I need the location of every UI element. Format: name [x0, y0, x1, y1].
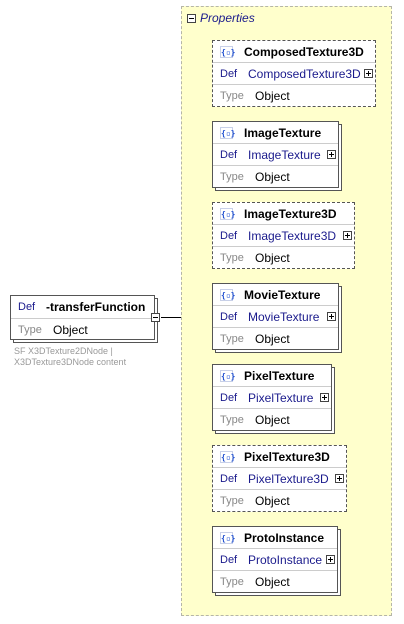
node-composedtexture3d[interactable]: {▫} ComposedTexture3D Def ComposedTexture3D… — [212, 40, 376, 107]
expand-icon[interactable] — [327, 150, 336, 159]
hint-line-2: X3DTexture3DNode content — [14, 357, 127, 367]
type-value: Object — [255, 331, 290, 346]
node-pixeltexture3d[interactable]: {▫} PixelTexture3D Def PixelTexture3D Type Ob… — [212, 445, 347, 512]
transfer-function-node[interactable]: Def -transferFunction Type Object — [10, 295, 155, 340]
element-icon: {▫} — [220, 126, 236, 139]
type-label: Type — [220, 413, 244, 426]
type-value: Object — [255, 250, 290, 265]
type-label: Type — [18, 323, 42, 336]
properties-title: Properties — [200, 11, 255, 25]
element-name: PixelTexture — [244, 368, 315, 383]
type-label: Type — [220, 170, 244, 183]
def-value: ComposedTexture3D — [248, 66, 361, 81]
def-value: PixelTexture3D — [248, 471, 329, 486]
def-label: Def — [220, 310, 238, 323]
collapse-icon[interactable] — [151, 313, 160, 322]
element-icon: {▫} — [220, 288, 236, 301]
type-label: Type — [220, 251, 244, 264]
type-value: Object — [255, 169, 290, 184]
type-value: Object — [255, 88, 290, 103]
def-label: Def — [220, 553, 238, 566]
def-value: ImageTexture — [248, 147, 321, 162]
element-icon: {▫} — [220, 207, 236, 220]
node-imagetexture3d[interactable]: {▫} ImageTexture3D Def ImageTexture3D Type Ob… — [212, 202, 355, 269]
def-label: Def — [220, 148, 238, 161]
expand-icon[interactable] — [327, 312, 336, 321]
expand-icon[interactable] — [320, 393, 329, 402]
element-name: ProtoInstance — [244, 530, 325, 545]
def-value: ProtoInstance — [248, 552, 323, 567]
def-value: PixelTexture — [248, 390, 314, 405]
def-value: ImageTexture3D — [248, 228, 337, 243]
type-label: Type — [220, 332, 244, 345]
hint-line-1: SF X3DTexture2DNode | — [14, 346, 113, 356]
element-name: PixelTexture3D — [244, 449, 330, 464]
def-label: Def — [220, 391, 238, 404]
element-name: ImageTexture — [244, 125, 322, 140]
element-name: ComposedTexture3D — [244, 44, 364, 59]
element-name: ImageTexture3D — [244, 206, 337, 221]
element-icon: {▫} — [220, 45, 236, 58]
type-value: Object — [255, 412, 290, 427]
element-name: -transferFunction — [46, 300, 146, 314]
properties-collapse-icon[interactable] — [187, 13, 196, 23]
type-value: Object — [53, 322, 88, 337]
def-value: MovieTexture — [248, 309, 320, 324]
root-hint: SF X3DTexture2DNode | X3DTexture3DNode c… — [14, 346, 126, 368]
element-name: MovieTexture — [244, 287, 321, 302]
def-label: Def — [18, 301, 36, 313]
expand-icon[interactable] — [326, 555, 335, 564]
def-label: Def — [220, 67, 238, 80]
expand-icon[interactable] — [343, 231, 352, 240]
type-label: Type — [220, 89, 244, 102]
def-label: Def — [220, 229, 238, 242]
element-icon: {▫} — [220, 450, 236, 463]
element-icon: {▫} — [220, 369, 236, 382]
type-value: Object — [255, 493, 290, 508]
expand-icon[interactable] — [335, 474, 344, 483]
def-label: Def — [220, 472, 238, 485]
type-label: Type — [220, 575, 244, 588]
element-icon: {▫} — [220, 531, 236, 544]
expand-icon[interactable] — [364, 69, 373, 78]
type-value: Object — [255, 574, 290, 589]
type-label: Type — [220, 494, 244, 507]
